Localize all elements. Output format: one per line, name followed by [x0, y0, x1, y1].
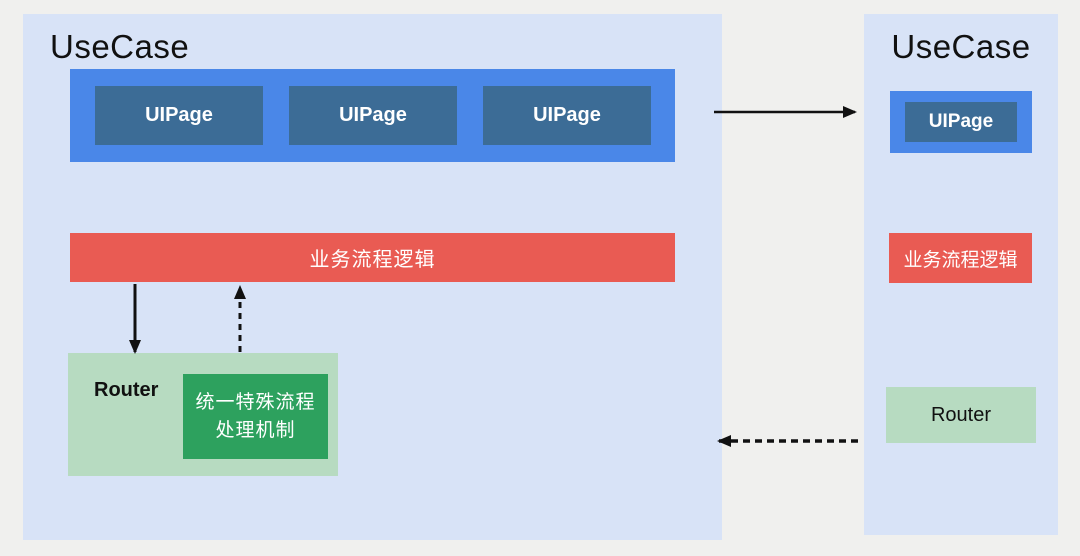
left-usecase-panel: UseCase UIPage UIPage UIPage 业务流程逻辑 Rout…	[23, 14, 722, 540]
special-flow-line-2: 处理机制	[215, 419, 296, 441]
uipage-box-3: UIPage	[483, 86, 651, 145]
right-usecase-panel: UseCase UIPage 业务流程逻辑 Router	[864, 14, 1058, 535]
right-uipage-box: UIPage	[905, 102, 1017, 142]
special-flow-box: 统一特殊流程 处理机制	[183, 374, 328, 459]
left-logic-bar: 业务流程逻辑	[70, 233, 675, 282]
right-uipage-bar: UIPage	[890, 91, 1032, 153]
right-logic-box: 业务流程逻辑	[889, 233, 1032, 283]
special-flow-line-1: 统一特殊流程	[195, 391, 316, 413]
right-panel-title: UseCase	[891, 28, 1031, 65]
uipage-box-2: UIPage	[289, 86, 457, 145]
uipage-box-1: UIPage	[95, 86, 263, 145]
left-uipage-bar: UIPage UIPage UIPage	[70, 69, 675, 162]
left-panel-title: UseCase	[50, 28, 190, 65]
left-router-label: Router	[94, 379, 159, 401]
left-router-box: Router 统一特殊流程 处理机制	[68, 353, 338, 476]
right-router-box: Router	[886, 387, 1036, 443]
